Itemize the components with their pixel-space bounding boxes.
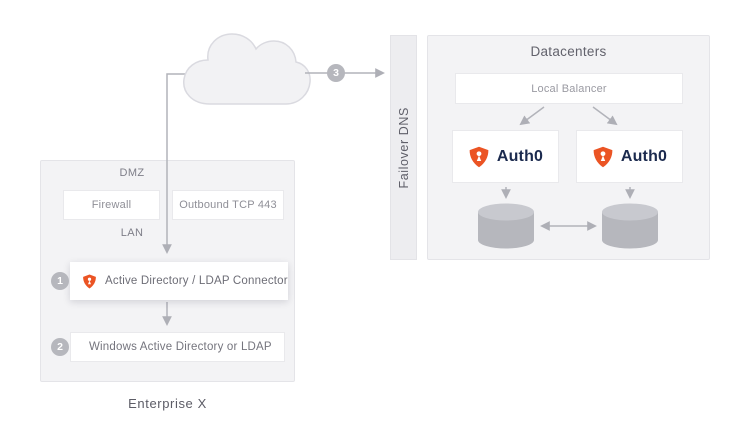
balancer-to-auth0-left-line [519,106,545,126]
auth0-node-left: Auth0 [452,130,559,183]
datacenters-title: Datacenters [530,44,607,59]
auth0-wordmark: Auth0 [620,147,668,165]
active-directory-box: Windows Active Directory or LDAP [70,332,285,362]
firewall-box: Firewall [63,190,160,220]
ldap-connector-label: Active Directory / LDAP Connector [105,275,288,287]
auth0-shield-icon [468,146,490,168]
lan-zone-label: LAN [120,227,144,239]
auth0-shield-icon [592,146,614,168]
auth0-wordmark: Auth0 [496,147,544,165]
step-3-badge: 3 [327,64,345,82]
dmz-zone-label: DMZ [119,167,145,179]
enterprise-caption: Enterprise X [128,396,207,411]
outbound-tcp-box: Outbound TCP 443 [172,190,284,220]
cloud-shape [183,33,311,105]
database-cylinder-right [602,203,658,249]
ldap-connector-box: Active Directory / LDAP Connector [70,262,288,300]
database-cylinder-left [478,203,534,249]
balancer-to-auth0-right-line [592,106,618,126]
local-balancer-box: Local Balancer [455,73,683,104]
step-1-badge: 1 [51,272,69,290]
failover-dns-bar: Failover DNS [390,35,417,260]
auth0-shield-icon [82,274,97,289]
auth0-node-right: Auth0 [576,130,683,183]
step-2-badge: 2 [51,338,69,356]
